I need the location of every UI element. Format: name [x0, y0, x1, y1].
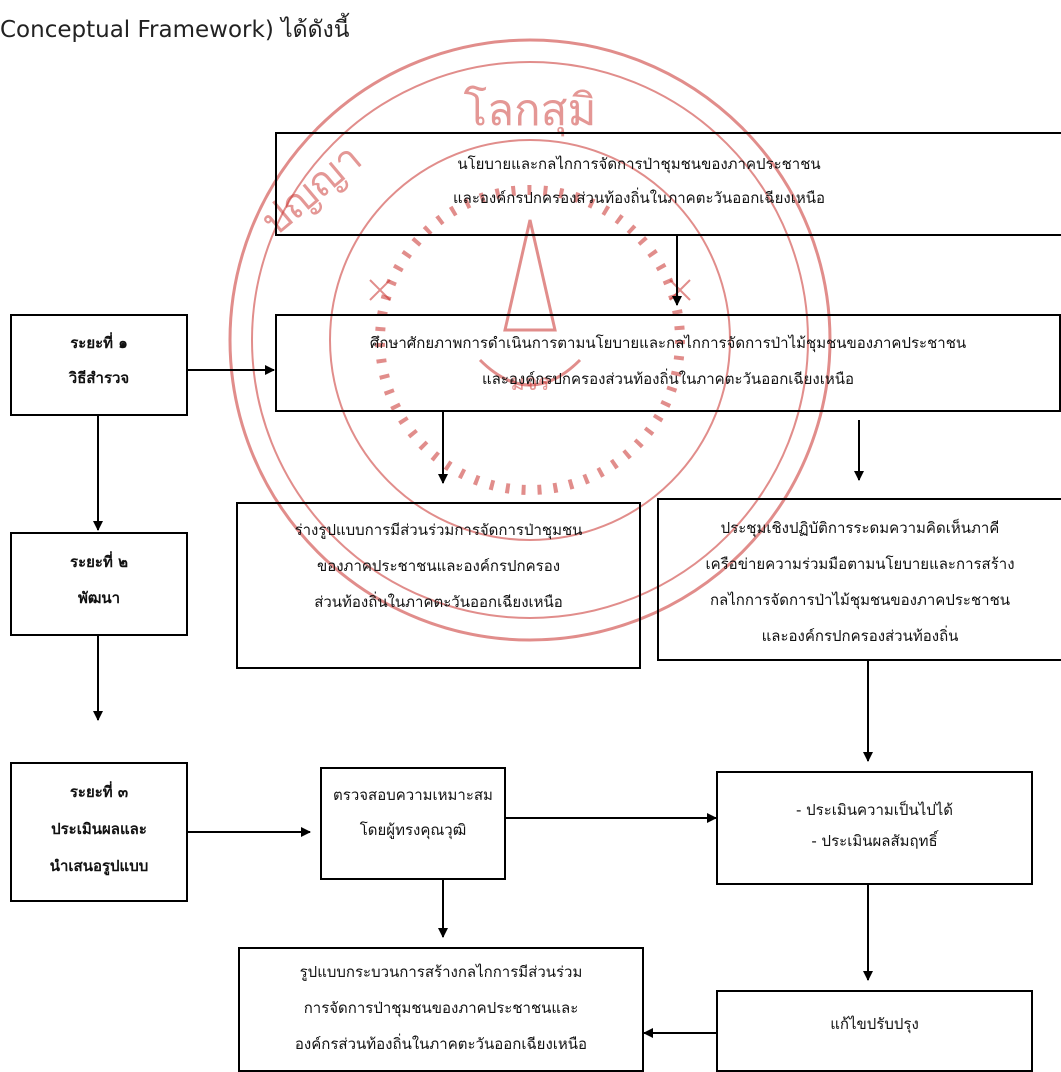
workshop-line-3: กลไกการจัดการป่าไม้ชุมชนของภาคประชาชน: [709, 591, 1011, 609]
phase1-box: ระยะที่ ๑ วิธีสำรวจ: [10, 314, 188, 416]
evaluate-box: - ประเมินความเป็นไปได้ - ประเมินผลสัมฤทธ…: [716, 771, 1033, 885]
model-line-1: รูปแบบกระบวนการสร้างกลไกการมีส่วนร่วม: [299, 963, 583, 981]
phase3-box: ระยะที่ ๓ ประเมินผลและ นำเสนอรูปแบบ: [10, 762, 188, 902]
phase3-line-3: นำเสนอรูปแบบ: [49, 857, 149, 875]
evaluate-line-1: - ประเมินความเป็นไปได้: [795, 801, 954, 819]
seal-top-text: โลกสุมิ: [463, 85, 596, 137]
phase2-line-2: พัฒนา: [77, 589, 121, 607]
evaluate-line-2: - ประเมินผลสัมฤทธิ์: [811, 832, 938, 850]
workshop-line-4: และองค์กรปกครองส่วนท้องถิ่น: [761, 627, 959, 645]
draft-line-3: ส่วนท้องถิ่นในภาคตะวันออกเฉียงเหนือ: [314, 593, 563, 611]
improve-box: แก้ไขปรับปรุง: [716, 990, 1033, 1072]
phase2-box: ระยะที่ ๒ พัฒนา: [10, 532, 188, 636]
study-box: ศึกษาศักยภาพการดำเนินการตามนโยบายและกลไก…: [275, 314, 1061, 412]
seal-inner-ring: [251, 61, 809, 619]
draft-box: ร่างรูปแบบการมีส่วนร่วมการจัดการป่าชุมชน…: [236, 502, 641, 669]
phase3-line-2: ประเมินผลและ: [51, 820, 147, 838]
seal-core-ring: [329, 139, 731, 541]
workshop-line-1: ประชุมเชิงปฏิบัติการระดมความคิดเห็นภาคี: [720, 519, 1000, 537]
expert-box: ตรวจสอบความเหมาะสม โดยผู้ทรงคุณวุฒิ: [320, 767, 506, 880]
study-line-1: ศึกษาศักยภาพการดำเนินการตามนโยบายและกลไก…: [369, 334, 967, 352]
workshop-line-2: เครือข่ายความร่วมมือตามนโยบายและการสร้าง: [705, 555, 1015, 573]
model-box: รูปแบบกระบวนการสร้างกลไกการมีส่วนร่วม กา…: [238, 947, 644, 1072]
phase1-line-2: วิธีสำรวจ: [68, 369, 130, 387]
seal-outer-ring: [228, 38, 832, 642]
seal-stupa-icon: [503, 219, 557, 332]
phase3-line-1: ระยะที่ ๓: [69, 783, 129, 801]
university-seal-watermark: โลกสุมิ ปญญา มจร: [228, 38, 832, 642]
page-heading: Conceptual Framework) ได้ดังนี้: [0, 17, 350, 43]
workshop-box: ประชุมเชิงปฏิบัติการระดมความคิดเห็นภาคี …: [657, 498, 1061, 661]
expert-line-2: โดยผู้ทรงคุณวุฒิ: [359, 821, 467, 839]
seal-lotus-icon: [478, 358, 582, 387]
expert-line-1: ตรวจสอบความเหมาะสม: [333, 786, 493, 804]
policy-line-1: นโยบายและกลไกการจัดการป่าชุมชนของภาคประช…: [457, 155, 821, 173]
draft-line-1: ร่างรูปแบบการมีส่วนร่วมการจัดการป่าชุมชน: [294, 521, 583, 539]
model-line-2: การจัดการป่าชุมชนของภาคประชาชนและ: [303, 999, 579, 1017]
draft-line-2: ของภาคประชาชนและองค์กรปกครอง: [316, 557, 561, 575]
phase1-line-1: ระยะที่ ๑: [70, 334, 128, 352]
study-line-2: และองค์กรปกครองส่วนท้องถิ่นในภาคตะวันออก…: [481, 370, 855, 388]
improve-line-1: แก้ไขปรับปรุง: [830, 1015, 919, 1033]
policy-line-2: และองค์กรปกครองส่วนท้องถิ่นในภาคตะวันออก…: [452, 189, 826, 207]
policy-box: นโยบายและกลไกการจัดการป่าชุมชนของภาคประช…: [275, 132, 1061, 236]
seal-star-left-icon: [369, 279, 391, 301]
seal-center-text: มจร: [510, 371, 549, 396]
model-line-3: องค์กรส่วนท้องถิ่นในภาคตะวันออกเฉียงเหนื…: [294, 1035, 588, 1053]
phase2-line-1: ระยะที่ ๒: [70, 553, 128, 571]
seal-dotted-ring: [375, 185, 685, 495]
